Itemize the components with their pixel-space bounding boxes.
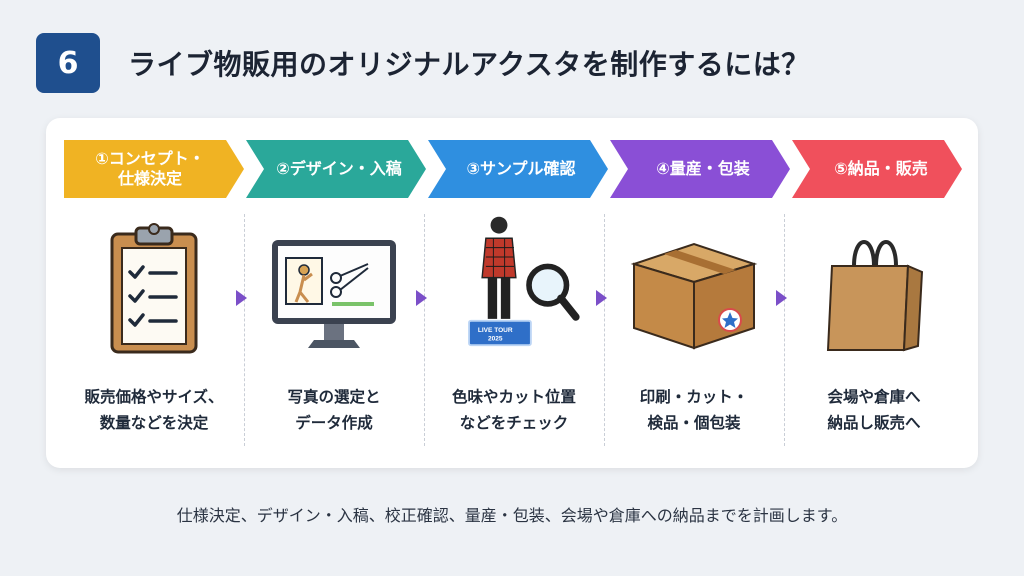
next-arrow-icon [776, 290, 787, 306]
step-desc-2: 写真の選定と データ作成 [244, 384, 424, 436]
clipboard-checklist-icon [110, 223, 198, 354]
page-title: ライブ物販用のオリジナルアクスタを制作するには？ [128, 48, 810, 81]
step-desc-4: 印刷・カット・ 検品・個包装 [604, 384, 784, 436]
step-column-1: 販売価格やサイズ、 数量などを決定 [64, 214, 244, 454]
step-desc-4-line2: 検品・個包装 [647, 414, 741, 432]
step-desc-1-line1: 販売価格やサイズ、 [84, 388, 224, 406]
header: 6 ライブ物販用のオリジナルアクスタを制作するには？ [36, 32, 810, 94]
chevron-shape-4 [610, 140, 790, 198]
step-desc-5-line2: 納品し販売へ [827, 414, 921, 432]
column-divider [244, 214, 245, 446]
column-divider [424, 214, 425, 446]
step-desc-2-line1: 写真の選定と [287, 388, 381, 406]
stand-text-1: LIVE TOUR [478, 327, 513, 334]
step-column-3: LIVE TOUR 2025 色味やカット位置 などをチェック [424, 214, 604, 454]
footer-summary: 仕様決定、デザイン・入稿、校正確認、量産・包装、会場や倉庫への納品までを計画しま… [176, 506, 848, 525]
step-label-5: ⑤納品・販売 [800, 140, 960, 198]
step-column-2: 写真の選定と データ作成 [244, 214, 424, 454]
step-label-4-text: ④量産・包装 [656, 159, 750, 178]
step-columns: 販売価格やサイズ、 数量などを決定 [64, 214, 964, 454]
step-label-2: ②デザイン・入稿 [254, 140, 422, 198]
step-label-1-line1: ①コンセプト・ [95, 149, 205, 168]
chevron-shapes [64, 140, 962, 198]
chevron-shape-3 [428, 140, 608, 198]
next-arrow-icon [416, 290, 427, 306]
step-desc-2-line2: データ作成 [295, 414, 373, 432]
step-column-5: 会場や倉庫へ 納品し販売へ [784, 214, 964, 454]
step-desc-5-line1: 会場や倉庫へ [827, 388, 921, 406]
step-label-3: ③サンプル確認 [436, 140, 604, 198]
acrylic-stand-magnifier-icon: LIVE TOUR 2025 [468, 216, 580, 347]
chevron-shape-5 [792, 140, 962, 198]
step-desc-5: 会場や倉庫へ 納品し販売へ [784, 384, 964, 436]
step-label-4: ④量産・包装 [618, 140, 786, 198]
chevron-shape-1 [64, 140, 244, 198]
step-desc-1: 販売価格やサイズ、 数量などを決定 [64, 384, 244, 436]
step-desc-3-line1: 色味やカット位置 [451, 388, 576, 406]
step-label-2-text: ②デザイン・入稿 [276, 159, 402, 178]
step-label-3-text: ③サンプル確認 [466, 159, 576, 178]
step-label-5-text: ⑤納品・販売 [834, 159, 928, 178]
shopping-bag-icon [826, 240, 924, 352]
step-desc-4-line1: 印刷・カット・ [639, 388, 749, 406]
cardboard-box-icon [630, 242, 758, 350]
step-chevrons: ①コンセプト・仕様決定 ②デザイン・入稿 ③サンプル確認 ④量産・包装 ⑤納品・… [64, 140, 964, 198]
stand-text-2: 2025 [488, 335, 503, 342]
next-arrow-icon [236, 290, 247, 306]
section-number-badge: 6 [36, 33, 100, 93]
step-desc-1-line2: 数量などを決定 [99, 414, 209, 432]
step-column-4: 印刷・カット・ 検品・個包装 [604, 214, 784, 454]
next-arrow-icon [596, 290, 607, 306]
step-desc-3-line2: などをチェック [459, 414, 569, 432]
process-card: ①コンセプト・仕様決定 ②デザイン・入稿 ③サンプル確認 ④量産・包装 ⑤納品・… [46, 118, 978, 468]
step-label-1: ①コンセプト・仕様決定 [64, 140, 234, 198]
step-desc-3: 色味やカット位置 などをチェック [424, 384, 604, 436]
chevron-shape-2 [246, 140, 426, 198]
column-divider [784, 214, 785, 446]
column-divider [604, 214, 605, 446]
monitor-design-icon [272, 240, 396, 348]
step-label-1-line2: 仕様決定 [117, 169, 182, 188]
